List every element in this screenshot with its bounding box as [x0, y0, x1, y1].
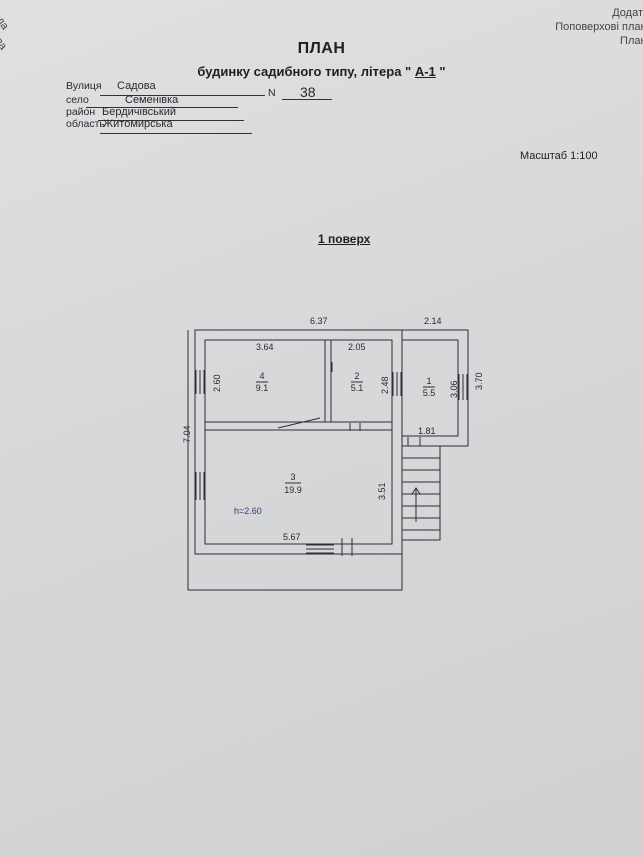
appendix-header-line: Додато [612, 7, 643, 19]
appendix-header: Додато Поповерхові плані Плані [555, 6, 643, 48]
partition-wall [324, 339, 332, 423]
region-value: Житомирська [103, 118, 173, 130]
floor-label: 1 поверх [318, 232, 371, 246]
dim-room4-width: 3.64 [256, 342, 274, 352]
dim-room3-depth: 3.51 [377, 482, 387, 500]
porch-inner-wall [401, 339, 459, 437]
street-value: Садова [117, 80, 156, 92]
dim-left-total: 7.04 [182, 425, 192, 443]
subtitle-text: будинку садибного типу, літера " [197, 64, 412, 79]
village-label: село [66, 94, 89, 106]
house-number: 38 [300, 84, 316, 100]
room-label-1: 1 5.5 [423, 376, 436, 398]
building-letter: А-1 [414, 64, 436, 79]
room-area: 9.1 [256, 383, 269, 393]
dim-room1-outer: 3.70 [474, 372, 484, 390]
scale-label: Масштаб 1:100 [520, 150, 598, 162]
dim-room4-depth: 2.60 [212, 374, 222, 392]
room-label-2: 2 5.1 [351, 371, 364, 393]
room-label-4: 4 9.1 [256, 371, 269, 393]
dim-room1-inner: 3.06 [449, 380, 459, 398]
dim-top-main: 6.37 [310, 316, 328, 326]
street-label: Вулиця [66, 80, 102, 92]
document-title: ПЛАН [297, 40, 346, 57]
window-marks [195, 362, 468, 556]
main-inner-wall [204, 339, 393, 545]
room-number: 4 [259, 371, 264, 381]
room-area: 19.9 [284, 485, 302, 495]
number-label: N [268, 87, 276, 99]
appendix-header-line: Плані [620, 35, 643, 47]
room-number: 2 [354, 371, 359, 381]
room-area: 5.5 [423, 388, 436, 398]
terrace-outline [187, 330, 403, 591]
room-area: 5.1 [351, 383, 364, 393]
dim-room2-depth: 2.48 [380, 376, 390, 394]
subtitle-close: " [439, 64, 446, 79]
partition-wall [204, 421, 393, 431]
village-value: Семенівка [125, 94, 179, 106]
room-number: 1 [426, 376, 431, 386]
door-swing [277, 417, 321, 429]
main-outer-wall [194, 329, 403, 555]
dim-room1-width: 1.81 [418, 426, 436, 436]
dim-room2-width: 2.05 [348, 342, 366, 352]
region-label: область [66, 118, 105, 130]
room-number: 3 [290, 472, 295, 482]
district-label: район [66, 106, 96, 118]
dim-top-porch: 2.14 [424, 316, 442, 326]
room-label-3: 3 19.9 [284, 472, 302, 495]
appendix-header-line: Поповерхові плані [555, 21, 643, 33]
stairs-outline [402, 445, 441, 541]
dim-room3-width: 5.67 [283, 532, 301, 542]
ceiling-height: h=2.60 [234, 506, 262, 516]
document-subtitle: будинку садибного типу, літера " А-1 " [0, 64, 643, 79]
district-value: Бердичівський [102, 106, 176, 118]
